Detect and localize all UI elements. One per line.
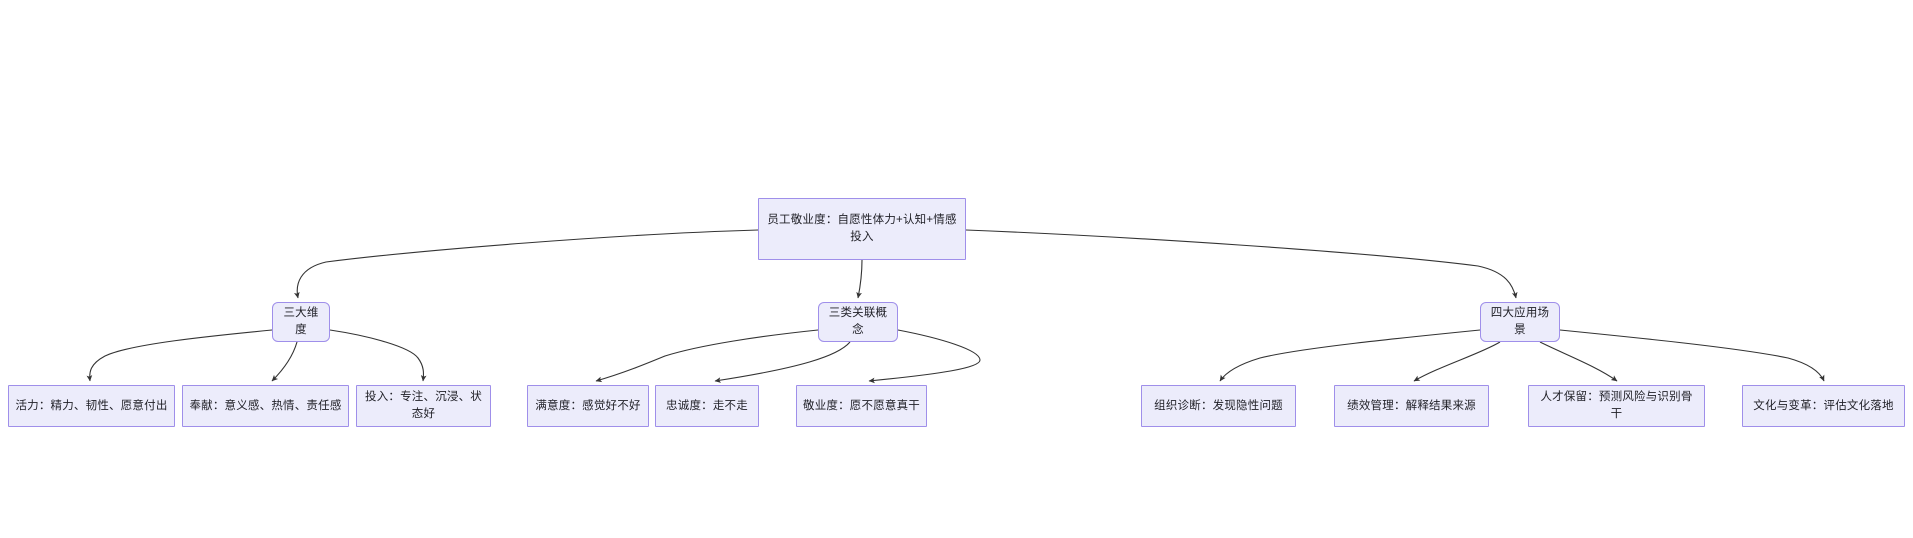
branch-related-concepts[interactable]: 三类关联概念 bbox=[818, 302, 898, 342]
leaf-engagement[interactable]: 敬业度：愿不愿意真干 bbox=[796, 385, 927, 427]
edge-root-concepts bbox=[856, 259, 863, 299]
branch-applications[interactable]: 四大应用场景 bbox=[1480, 302, 1560, 342]
leaf-vigor[interactable]: 活力：精力、韧性、愿意付出 bbox=[8, 385, 175, 427]
edge-applications-talent bbox=[1539, 341, 1618, 382]
branch-related-concepts-label: 三类关联概念 bbox=[828, 307, 888, 336]
leaf-satisfaction[interactable]: 满意度：感觉好不好 bbox=[527, 385, 649, 427]
leaf-loyalty-label: 忠诚度：走不走 bbox=[666, 399, 748, 412]
edge-applications-org bbox=[1219, 329, 1481, 382]
edge-root-dimensions bbox=[294, 229, 759, 299]
leaf-culture-change[interactable]: 文化与变革：评估文化落地 bbox=[1742, 385, 1905, 427]
leaf-culture-change-label: 文化与变革：评估文化落地 bbox=[1753, 399, 1894, 412]
leaf-absorption-label: 投入：专注、沉浸、状态好 bbox=[365, 391, 482, 420]
edge-concepts-satisfaction bbox=[595, 329, 819, 383]
root[interactable]: 员工敬业度：自愿性体力+认知+情感 投入 bbox=[758, 198, 966, 260]
edge-applications-culture bbox=[1559, 329, 1825, 382]
edge-dimensions-vigor bbox=[86, 329, 273, 382]
leaf-org-diagnosis[interactable]: 组织诊断：发现隐性问题 bbox=[1141, 385, 1296, 427]
leaf-absorption[interactable]: 投入：专注、沉浸、状态好 bbox=[356, 385, 491, 427]
leaf-performance-label: 绩效管理：解释结果来源 bbox=[1347, 399, 1476, 412]
leaf-vigor-label: 活力：精力、韧性、愿意付出 bbox=[15, 399, 168, 412]
root-label: 员工敬业度：自愿性体力+认知+情感 投入 bbox=[767, 214, 957, 243]
leaf-dedication-label: 奉献：意义感、热情、责任感 bbox=[189, 399, 342, 412]
leaf-talent-retention-label: 人才保留：预测风险与识别骨干 bbox=[1540, 391, 1693, 420]
edge-applications-performance bbox=[1413, 341, 1501, 382]
leaf-satisfaction-label: 满意度：感觉好不好 bbox=[535, 399, 641, 412]
leaf-dedication[interactable]: 奉献：意义感、热情、责任感 bbox=[182, 385, 349, 427]
leaf-org-diagnosis-label: 组织诊断：发现隐性问题 bbox=[1154, 399, 1283, 412]
edge-dimensions-absorption bbox=[329, 329, 427, 382]
leaf-engagement-label: 敬业度：愿不愿意真干 bbox=[803, 399, 920, 412]
branch-applications-label: 四大应用场景 bbox=[1490, 307, 1550, 336]
edge-root-applications bbox=[965, 229, 1518, 299]
leaf-talent-retention[interactable]: 人才保留：预测风险与识别骨干 bbox=[1528, 385, 1705, 427]
leaf-performance[interactable]: 绩效管理：解释结果来源 bbox=[1334, 385, 1489, 427]
edge-concepts-loyalty bbox=[714, 341, 851, 383]
branch-dimensions[interactable]: 三大维度 bbox=[272, 302, 330, 342]
edge-dimensions-dedication bbox=[271, 341, 298, 382]
leaf-loyalty[interactable]: 忠诚度：走不走 bbox=[655, 385, 759, 427]
branch-dimensions-label: 三大维度 bbox=[283, 307, 319, 336]
